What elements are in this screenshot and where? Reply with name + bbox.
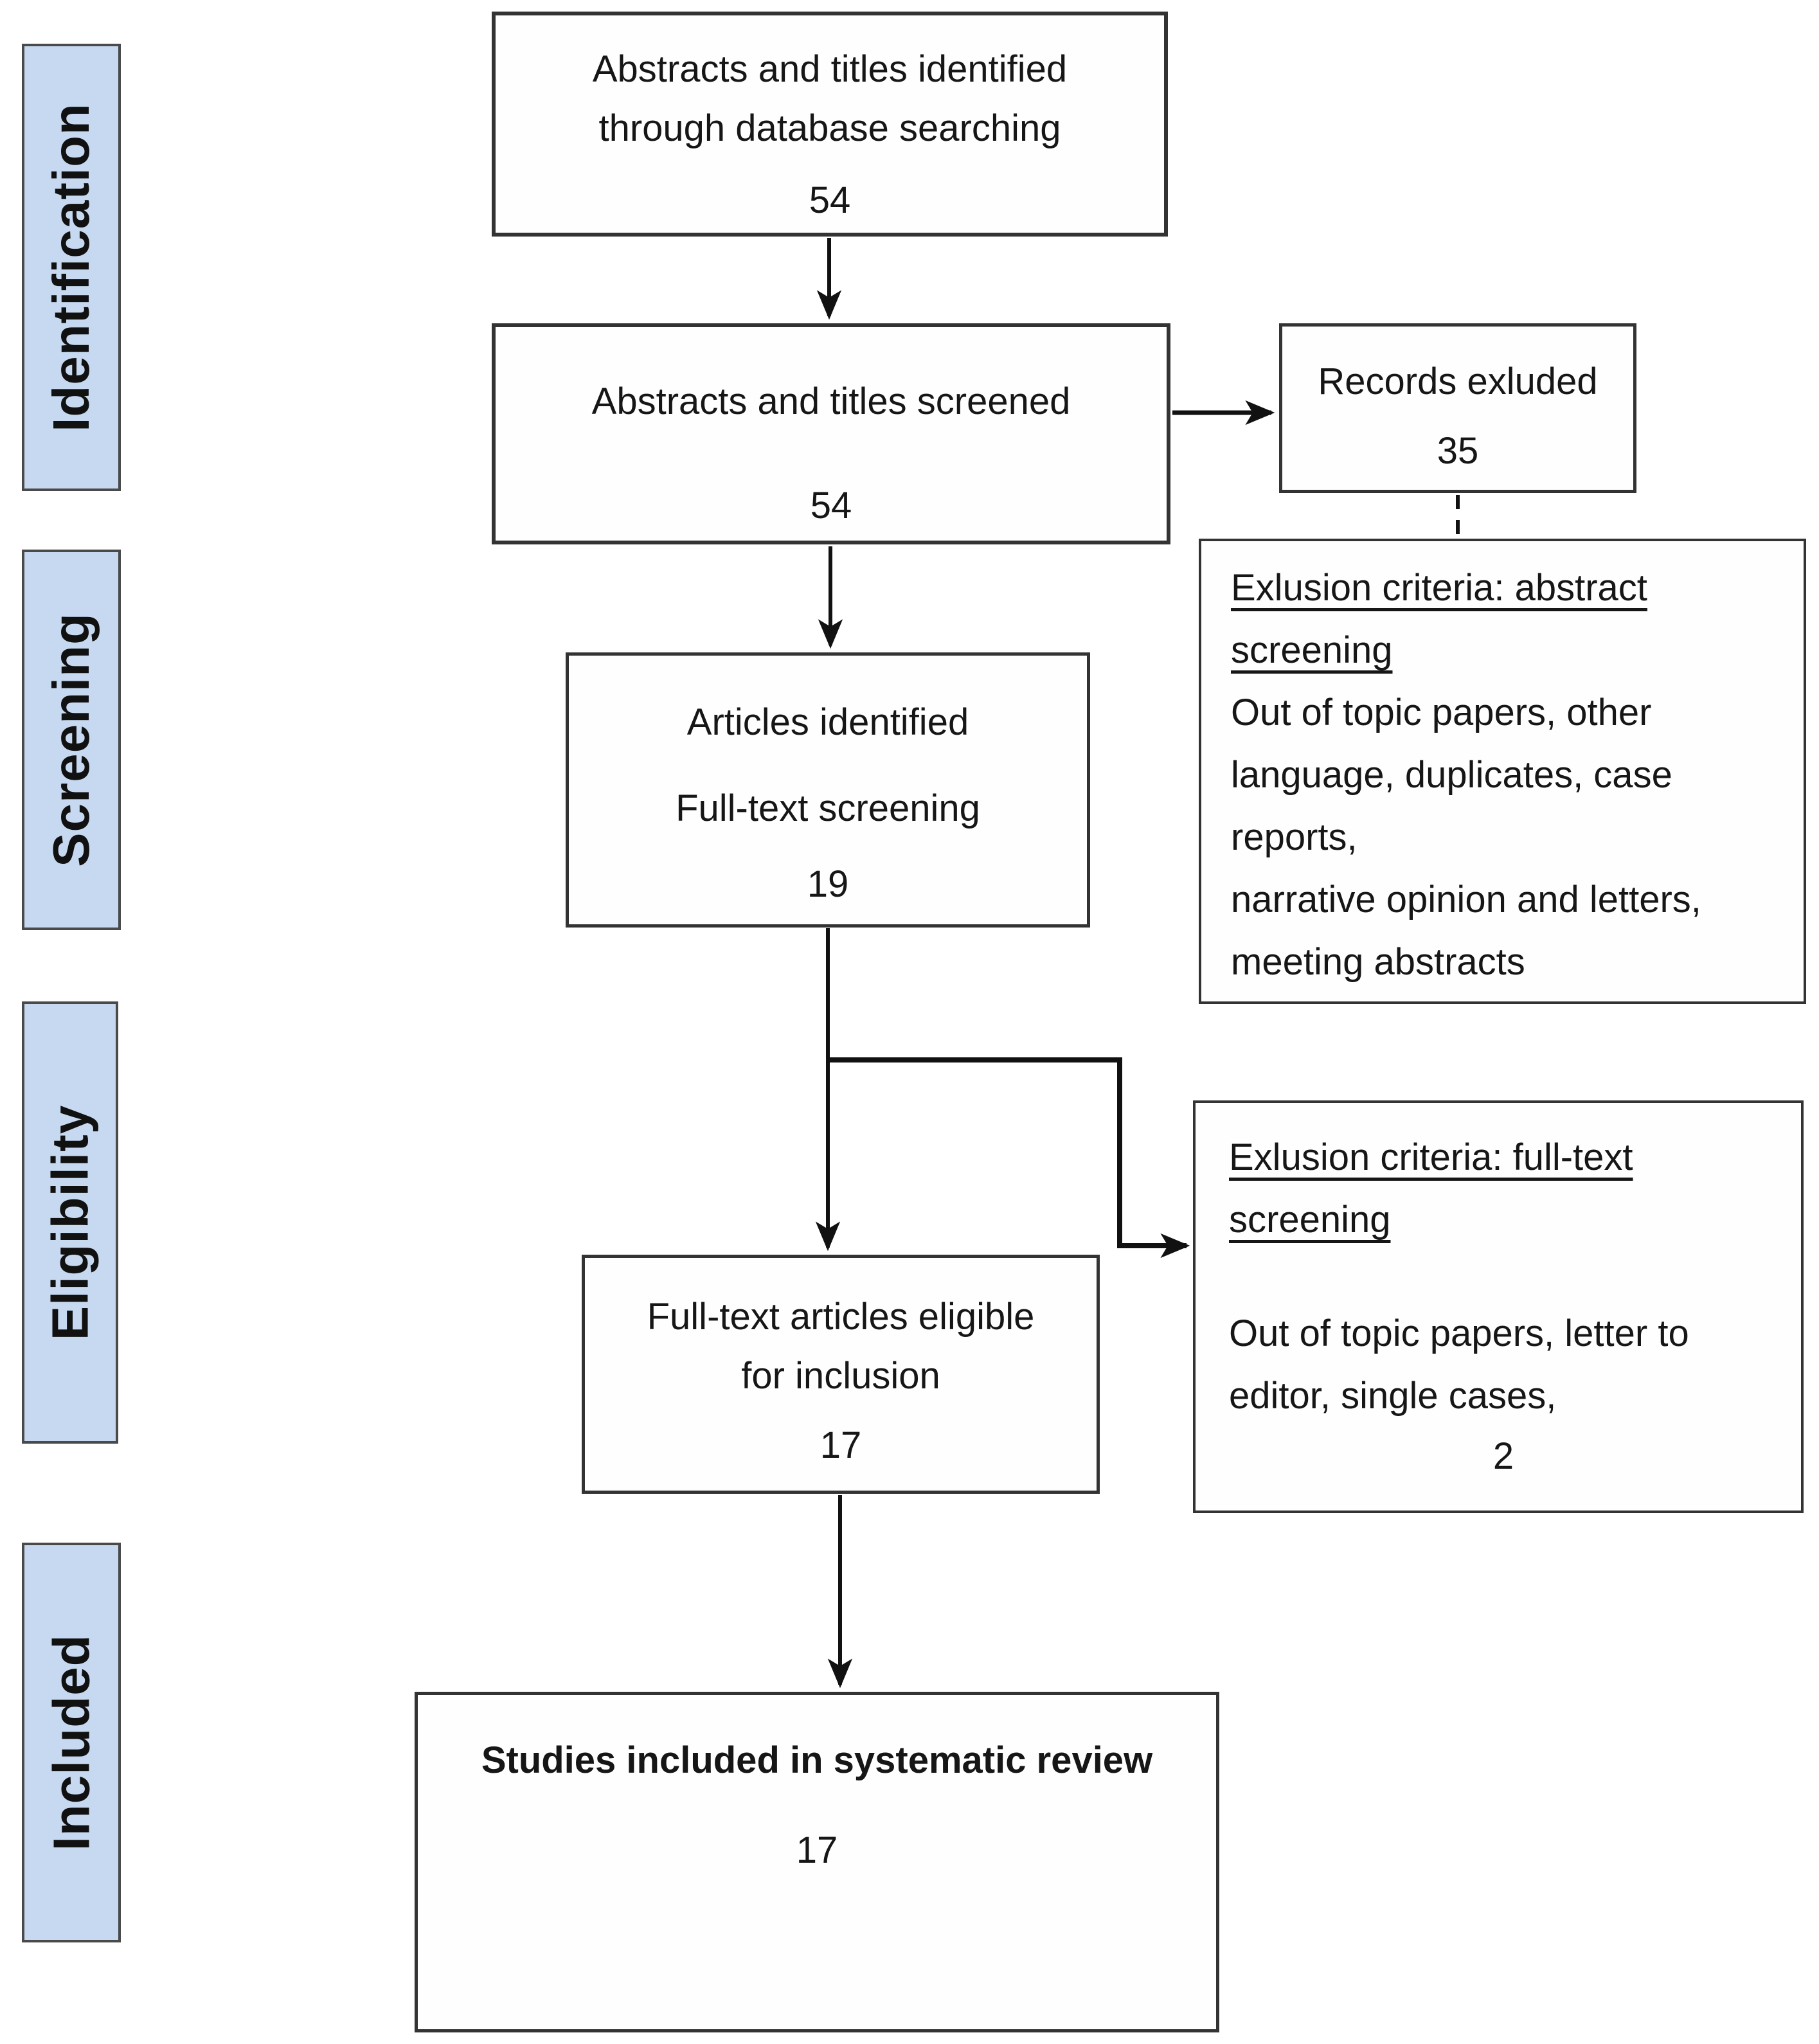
- phase-label-identification: Identification: [22, 44, 121, 491]
- box-identified-line1: Abstracts and titles identified: [592, 48, 1068, 90]
- box-eligible-line1: Full-text articles eligible: [647, 1296, 1035, 1338]
- box-articles-identified: Articles identified Full-text screening …: [566, 652, 1090, 928]
- phase-label-screening: Screening: [22, 550, 121, 930]
- box-screened-line1: Abstracts and titles screened: [591, 381, 1071, 422]
- box-identified-line2: through database searching: [598, 107, 1061, 149]
- box-exclusion-abstract-body4: narrative opinion and letters,: [1231, 879, 1701, 920]
- box-articles-identified-line2: Full-text screening: [676, 787, 980, 829]
- box-exclusion-abstract-body3: reports,: [1231, 816, 1358, 858]
- box-eligible: Full-text articles eligible for inclusio…: [582, 1255, 1100, 1494]
- box-records-excluded: Records exluded 35: [1279, 323, 1636, 493]
- phase-label-eligibility: Eligibility: [22, 1001, 118, 1444]
- box-exclusion-abstract-body2: language, duplicates, case: [1231, 754, 1672, 796]
- box-records-excluded-line1: Records exluded: [1318, 361, 1598, 402]
- box-exclusion-abstract-heading2: screening: [1231, 629, 1393, 671]
- box-exclusion-fulltext-count: 2: [1492, 1435, 1514, 1477]
- box-exclusion-abstract-body5: meeting abstracts: [1231, 941, 1525, 983]
- phase-label-screening-text: Screening: [42, 613, 100, 867]
- box-articles-identified-count: 19: [807, 863, 849, 905]
- box-exclusion-criteria-abstract: Exlusion criteria: abstract screening Ou…: [1199, 539, 1806, 1004]
- box-exclusion-abstract-body1: Out of topic papers, other: [1231, 692, 1652, 733]
- arrow-branch-to-fulltext-exclusion: [828, 1057, 1190, 1259]
- box-exclusion-criteria-fulltext: Exlusion criteria: full-text screening O…: [1193, 1100, 1804, 1513]
- box-included-review: Studies included in systematic review 17: [415, 1692, 1219, 2032]
- box-exclusion-fulltext-heading2: screening: [1229, 1199, 1391, 1241]
- box-articles-identified-line1: Articles identified: [686, 701, 969, 743]
- box-eligible-line2: for inclusion: [741, 1355, 940, 1397]
- box-screened: Abstracts and titles screened 54: [492, 323, 1170, 544]
- box-included-review-count: 17: [796, 1829, 838, 1871]
- phase-label-included-text: Included: [42, 1634, 100, 1851]
- phase-label-identification-text: Identification: [42, 103, 100, 432]
- box-identified-count: 54: [809, 179, 851, 221]
- box-included-review-line1: Studies included in systematic review: [481, 1739, 1153, 1781]
- phase-label-eligibility-text: Eligibility: [41, 1104, 98, 1341]
- box-screened-count: 54: [810, 485, 852, 526]
- box-exclusion-fulltext-body2: editor, single cases,: [1229, 1375, 1557, 1417]
- box-exclusion-abstract-heading1: Exlusion criteria: abstract: [1231, 567, 1647, 609]
- box-records-excluded-count: 35: [1437, 430, 1479, 472]
- phase-label-included: Included: [22, 1543, 121, 1942]
- box-exclusion-fulltext-heading1: Exlusion criteria: full-text: [1229, 1136, 1633, 1178]
- box-identified: Abstracts and titles identified through …: [492, 12, 1168, 237]
- box-exclusion-fulltext-body1: Out of topic papers, letter to: [1229, 1313, 1689, 1354]
- box-eligible-count: 17: [820, 1424, 862, 1466]
